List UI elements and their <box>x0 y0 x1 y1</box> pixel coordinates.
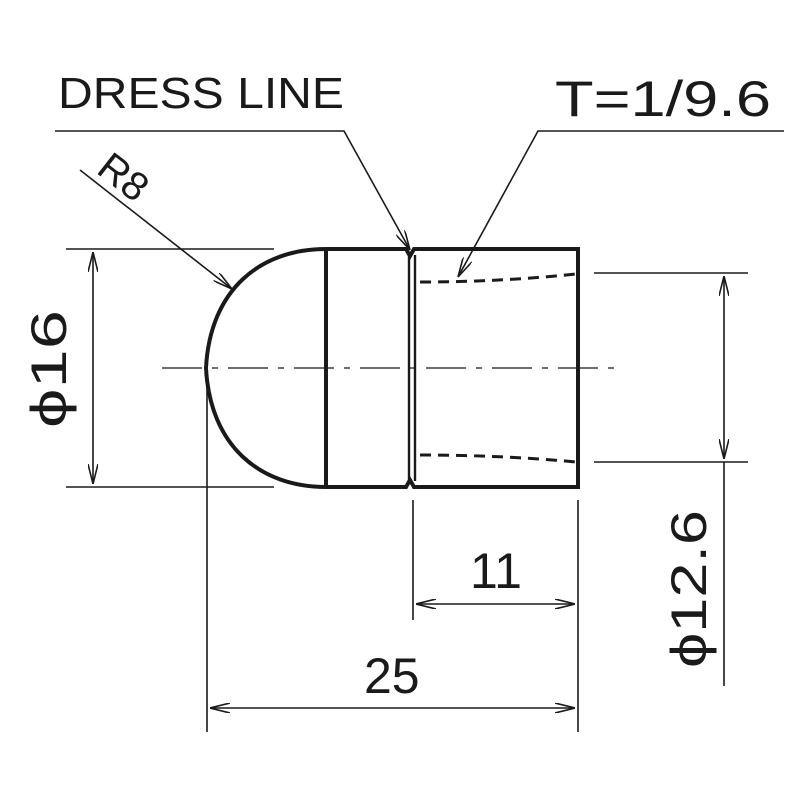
head-body-outline <box>324 247 580 489</box>
length-11-label: 11 <box>470 543 522 599</box>
leader-taper <box>458 130 784 277</box>
leader-radius <box>79 169 232 289</box>
length-25-label: 25 <box>364 648 420 704</box>
diameter-126-label: ϕ12.6 <box>661 510 717 668</box>
leader-dress-line <box>55 130 410 250</box>
dress-line-label: DRESS LINE <box>58 69 344 118</box>
diameter-16-label: ϕ16 <box>21 310 77 428</box>
taper-hidden-top <box>419 272 577 284</box>
dome-outline <box>203 247 327 489</box>
taper-label: T=1/9.6 <box>555 71 771 127</box>
radius-label: R8 <box>89 144 156 210</box>
taper-hidden-bottom <box>419 453 577 464</box>
